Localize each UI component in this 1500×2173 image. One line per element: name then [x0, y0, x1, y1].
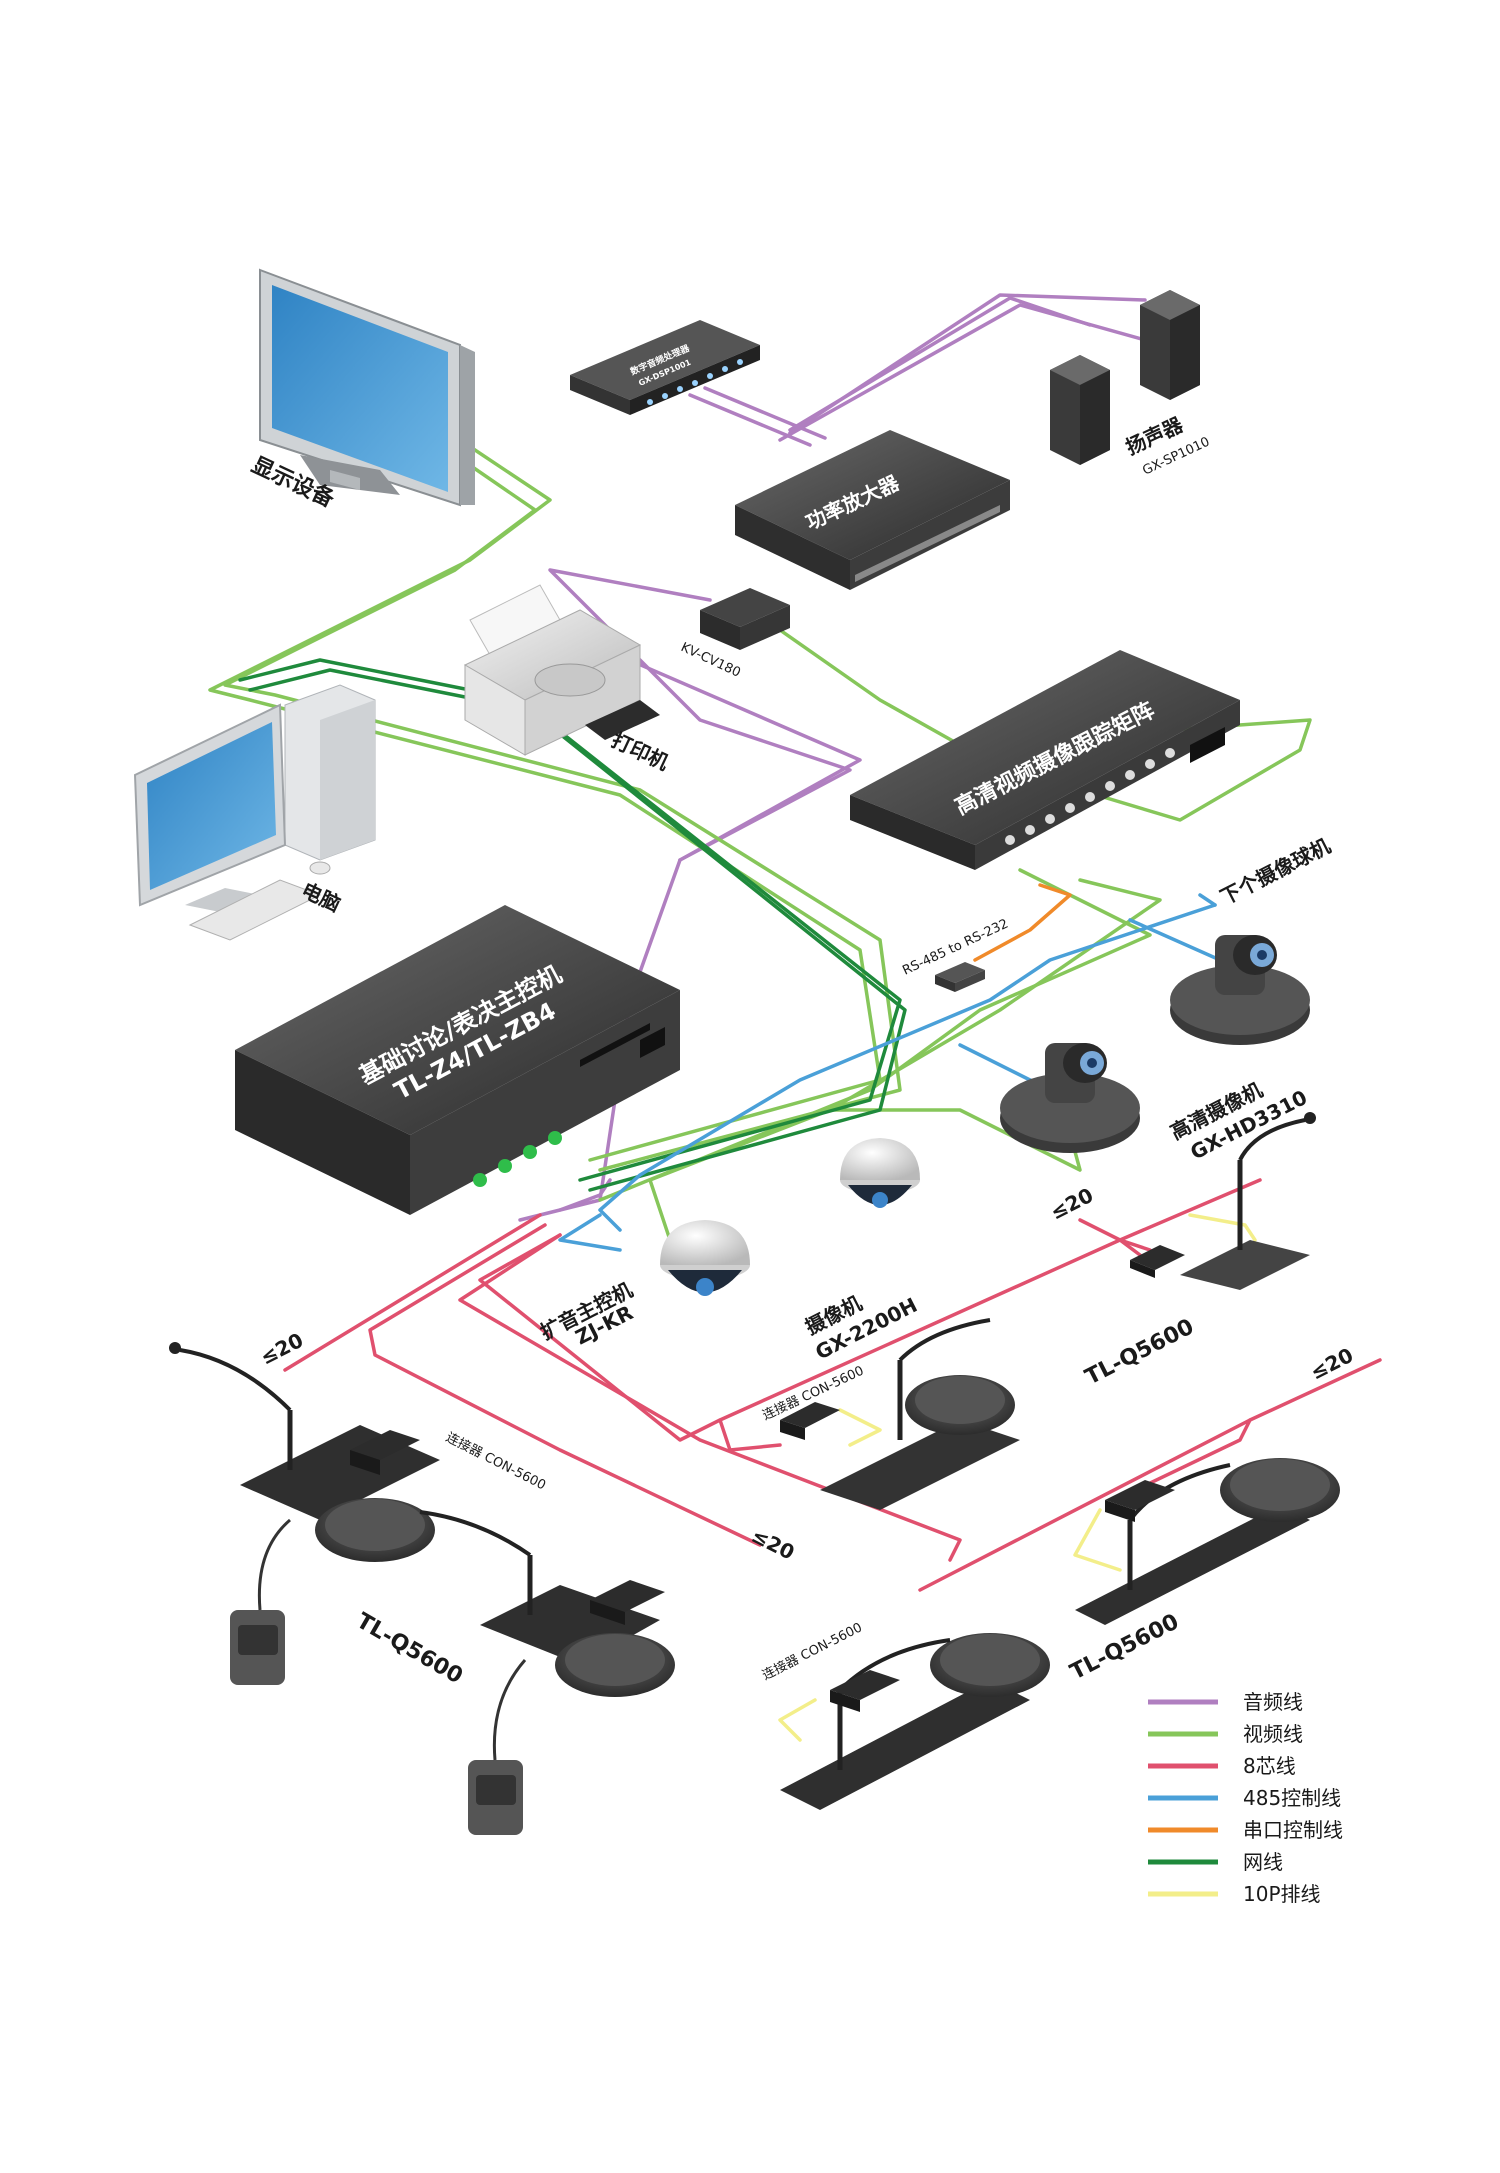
- conference-unit-left-1: [169, 1342, 440, 1685]
- label-limit-d: ≤20: [1306, 1343, 1357, 1385]
- computer-device: [133, 684, 376, 941]
- cable-core8: [918, 1418, 1252, 1592]
- cable-audio: [703, 386, 827, 440]
- tracking-matrix-device: [850, 650, 1240, 870]
- cable-core8: [368, 1223, 762, 1547]
- host-controller-device: [235, 905, 680, 1215]
- dome-camera-b: [660, 1220, 750, 1296]
- printer-device: [463, 584, 660, 756]
- label-unit-c: TL-Q5600: [1066, 1609, 1183, 1685]
- label-unit-a: TL-Q5600: [1081, 1314, 1198, 1390]
- legend-label-rs485: 485控制线: [1243, 1786, 1341, 1810]
- dsp-device: [570, 320, 760, 415]
- cable-ribbon: [838, 1408, 882, 1447]
- cable-rs485: [558, 1213, 622, 1252]
- cable-rs485: [1198, 893, 1217, 907]
- legend-label-ribbon: 10P排线: [1243, 1882, 1321, 1906]
- dome-camera-a: [840, 1138, 920, 1208]
- cable-video: [778, 628, 1312, 822]
- cable-core8: [1078, 1218, 1152, 1252]
- cable-ribbon: [1188, 1213, 1257, 1242]
- cable-core8: [458, 1233, 962, 1562]
- conference-unit-bottom: [780, 1633, 1050, 1810]
- conference-unit-right-bottom: [1075, 1458, 1340, 1625]
- cable-core8: [478, 1233, 1122, 1442]
- display-device: [259, 268, 475, 507]
- cable-audio: [788, 293, 1147, 435]
- cable-video: [648, 1178, 672, 1242]
- label-connector-a: 连接器 CON-5600: [443, 1429, 548, 1493]
- kvm-device: [700, 588, 790, 650]
- cable-audio: [688, 393, 812, 447]
- cable-rs485: [1128, 918, 1222, 962]
- cable-core8: [1248, 1358, 1382, 1422]
- cable-rs485: [598, 903, 1217, 1232]
- legend-label-video: 视频线: [1243, 1722, 1303, 1746]
- legend-label-audio: 音频线: [1243, 1690, 1303, 1714]
- conference-unit-center: [780, 1318, 1020, 1510]
- cable-ribbon: [1073, 1508, 1122, 1572]
- label-connector-c: 连接器 CON-5600: [760, 1619, 865, 1683]
- cable-core8: [718, 1418, 782, 1452]
- cable-core8: [283, 1213, 542, 1372]
- legend-label-serial: 串口控制线: [1243, 1818, 1343, 1842]
- ptz-camera-hd: [1000, 1043, 1140, 1153]
- label-computer: 电脑: [298, 878, 344, 917]
- cable-network: [248, 668, 907, 1192]
- label-printer: 打印机: [608, 728, 673, 775]
- cable-ribbon: [778, 1698, 817, 1742]
- conference-unit-left-2: [419, 1510, 675, 1835]
- cable-serial: [973, 883, 1072, 962]
- conference-unit-right-top: [1130, 1112, 1316, 1290]
- ptz-camera-next: [1170, 935, 1310, 1045]
- cable-video: [648, 878, 1162, 1182]
- speaker-device: [1050, 290, 1200, 465]
- cable-audio: [548, 568, 852, 862]
- label-limit-c: ≤20: [748, 1523, 799, 1565]
- label-unit-b: TL-Q5600: [352, 1609, 467, 1690]
- cable-network: [238, 658, 902, 1182]
- cable-core8: [1118, 1178, 1262, 1242]
- legend-label-network: 网线: [1243, 1850, 1283, 1874]
- amplifier-device: [735, 430, 1010, 590]
- legend-label-core8: 8芯线: [1243, 1754, 1296, 1778]
- cable-layer: [208, 293, 1382, 1742]
- rs485-converter-device: [935, 962, 985, 992]
- label-next-camera: 下个摄像球机: [1216, 834, 1334, 910]
- label-limit-b: ≤20: [1046, 1183, 1097, 1225]
